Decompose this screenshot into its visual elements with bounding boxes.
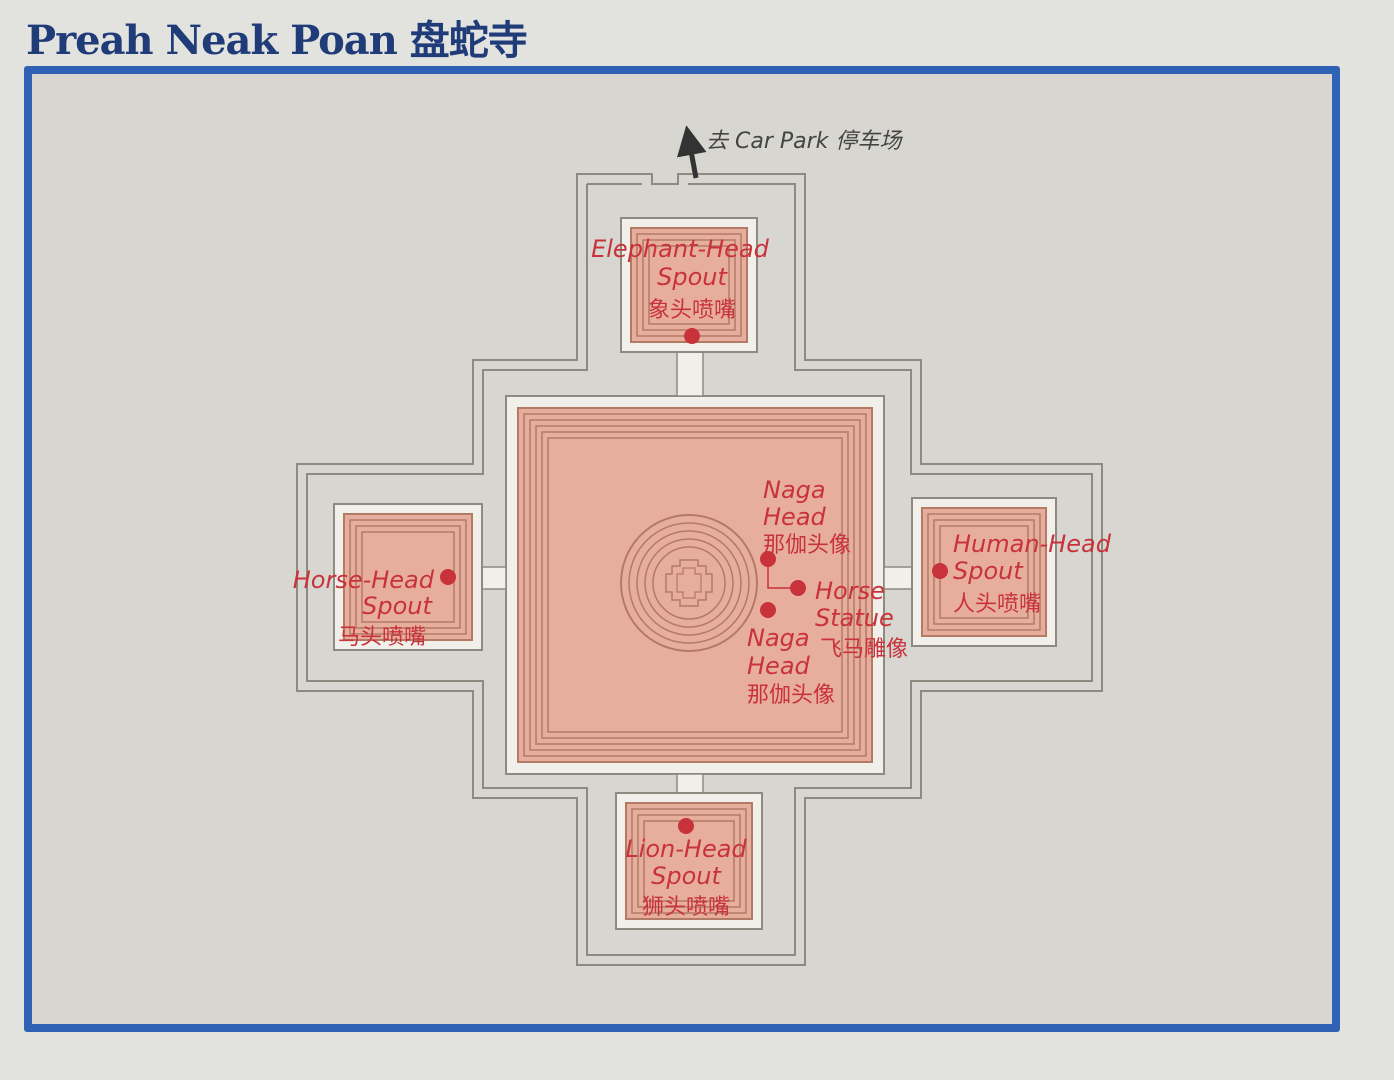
connector-east	[883, 566, 913, 590]
horse-spout-label-en2: Spout	[362, 592, 433, 620]
human-label-en2: Spout	[953, 557, 1024, 585]
horse-statue-label-en2: Statue	[815, 604, 894, 632]
inner-enclosure	[306, 183, 1093, 956]
naga-top-label-cn: 那伽头像	[763, 533, 851, 558]
naga-top-label-en2: Head	[763, 503, 827, 531]
naga-top-label-en1: Naga	[763, 476, 826, 504]
page-title: Preah Neak Poan 盘蛇寺	[26, 17, 528, 64]
south-pool	[615, 792, 763, 930]
naga-bottom-label-en2: Head	[747, 652, 811, 680]
lion-spout-marker	[678, 818, 694, 834]
naga-bottom-label-cn: 那伽头像	[747, 683, 835, 708]
central-island	[620, 514, 758, 652]
map-frame: 去 Car Park 停车场 Elephant-Head Spout 象头喷嘴 …	[24, 66, 1340, 1032]
elephant-label-en2: Spout	[657, 263, 728, 291]
elephant-label-cn: 象头喷嘴	[648, 298, 736, 323]
lion-label-cn: 狮头喷嘴	[642, 895, 730, 920]
naga-head-bottom-marker	[760, 602, 776, 618]
horse-statue-label-cn: 飞马雕像	[820, 637, 908, 662]
horse-statue-marker	[790, 580, 806, 596]
human-label-en1: Human-Head	[953, 530, 1112, 558]
horse-spout-label-en1: Horse-Head	[293, 566, 435, 594]
outer-enclosure	[296, 173, 1103, 966]
naga-head-top-marker	[760, 551, 776, 567]
car-park-arrow-icon	[676, 125, 707, 179]
lion-label-en2: Spout	[651, 862, 722, 890]
north-pool	[620, 217, 758, 353]
lion-label-en1: Lion-Head	[625, 835, 747, 863]
human-spout-marker	[932, 563, 948, 579]
horse-statue-label-en1: Horse	[815, 577, 885, 605]
naga-bottom-label-en1: Naga	[747, 624, 810, 652]
temple-map: 去 Car Park 停车场 Elephant-Head Spout 象头喷嘴 …	[293, 125, 1112, 966]
horse-spout-label-cn: 马头喷嘴	[338, 625, 426, 650]
statue-connector	[767, 559, 790, 589]
horse-spout-marker	[440, 569, 456, 585]
human-label-cn: 人头喷嘴	[953, 592, 1041, 617]
car-park-label: 去 Car Park 停车场	[706, 129, 903, 154]
elephant-spout-marker	[684, 328, 700, 344]
connector-north	[676, 351, 704, 397]
elephant-label-en1: Elephant-Head	[591, 235, 770, 263]
